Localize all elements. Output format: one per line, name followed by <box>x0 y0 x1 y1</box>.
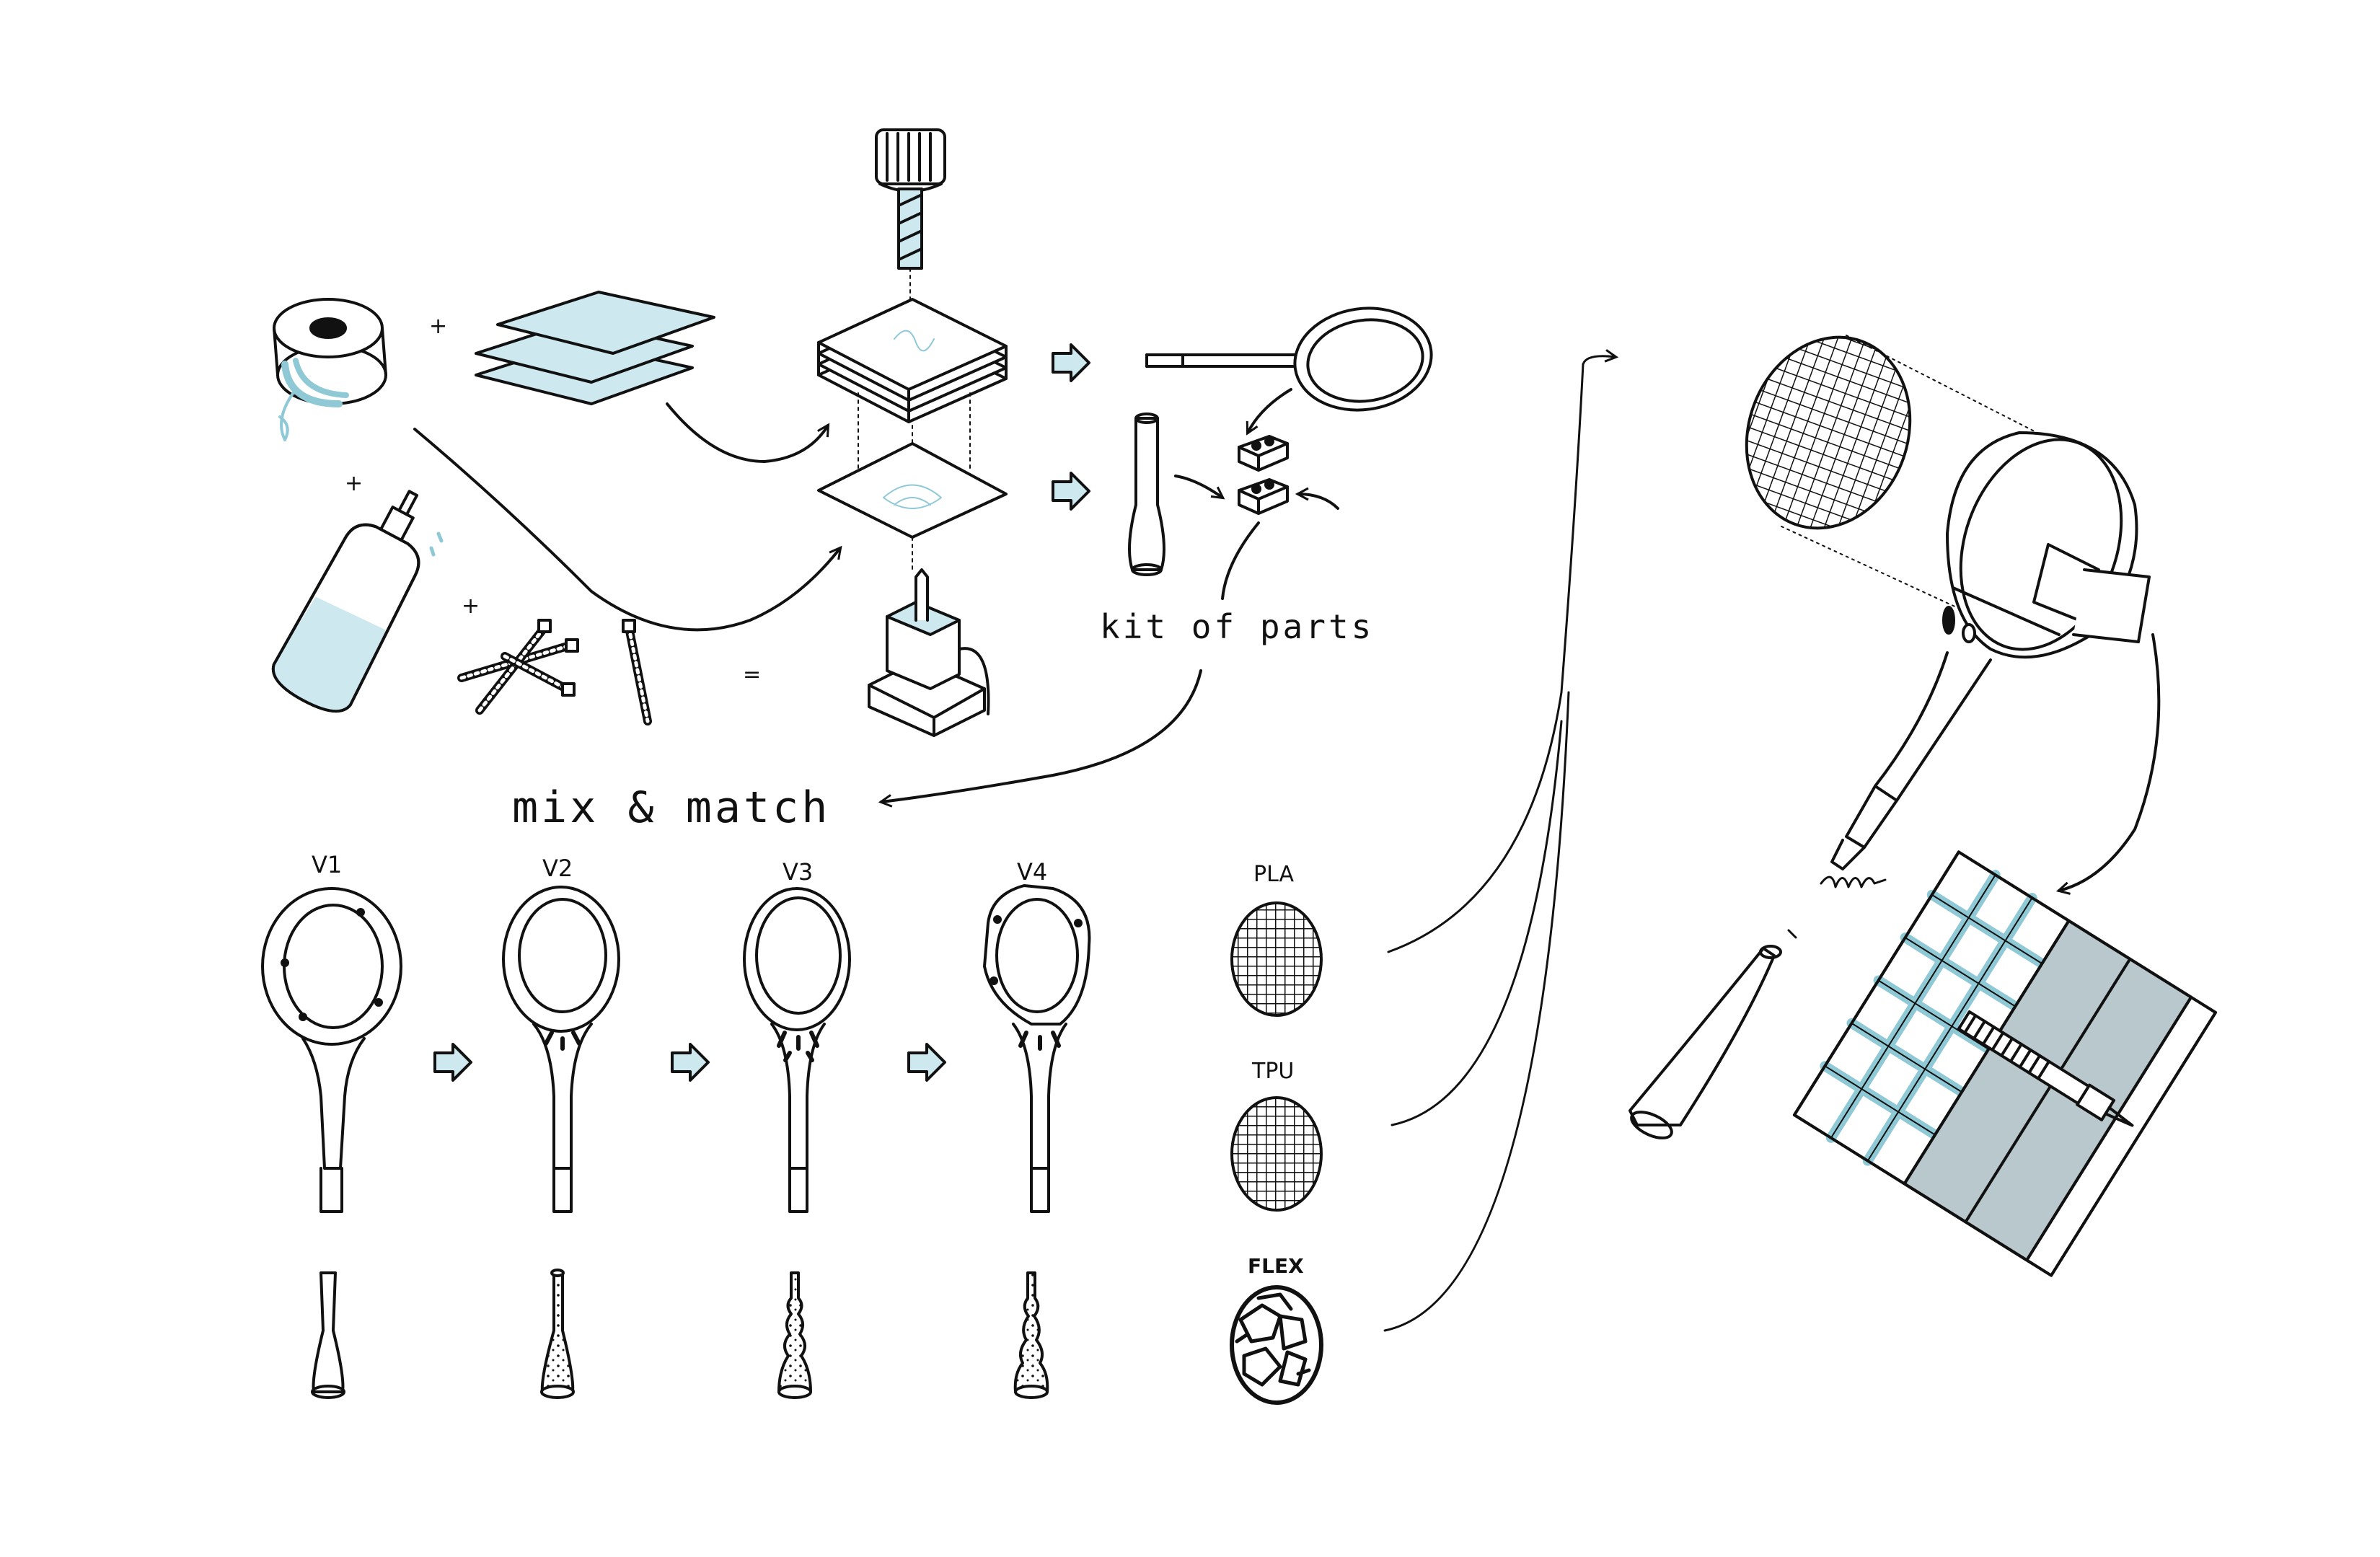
material-tpu: TPU <box>1230 1059 1323 1212</box>
kit-of-parts-label: kit of parts <box>1100 607 1374 646</box>
racket-assembly-icon <box>1830 431 2151 870</box>
plus-sign: + <box>345 471 363 496</box>
material-label-pla: PLA <box>1253 862 1294 887</box>
handle-icon <box>777 1271 812 1399</box>
plus-sign: + <box>462 594 480 619</box>
material-pla: PLA <box>1230 862 1323 1017</box>
material-flex: FLEX <box>1230 1254 1323 1405</box>
equals-sign: = <box>743 662 761 687</box>
handle-icon <box>540 1269 575 1399</box>
handle-icon <box>311 1271 345 1399</box>
racket-v4: V4 <box>983 858 1091 1213</box>
version-label-v2: V2 <box>542 855 573 882</box>
version-label-v4: V4 <box>1017 858 1047 886</box>
connector-blocks-icon <box>1238 435 1289 515</box>
convergence-lines <box>1383 356 1616 1332</box>
handle-icon <box>1013 1271 1049 1399</box>
screw-press-icon <box>875 128 946 304</box>
printed-sheets-icon <box>817 298 1008 570</box>
handle-icon <box>1128 413 1165 576</box>
sheet-stack-icon <box>475 291 715 405</box>
string-bed-icon <box>1745 335 2063 614</box>
spring-icon <box>1787 875 1887 939</box>
material-label-tpu: TPU <box>1251 1059 1294 1084</box>
arrow-block-icon <box>1052 343 1090 511</box>
material-label-flex: FLEX <box>1248 1254 1304 1278</box>
zip-ties-icon <box>457 619 652 725</box>
racket-v3: V3 <box>743 858 851 1213</box>
packaging-kit-icon <box>1792 850 2218 1277</box>
racket-v1: V1 <box>261 851 402 1213</box>
racket-frame-icon <box>1145 306 1433 412</box>
mix-and-match-label: mix & match <box>512 782 830 833</box>
hot-glue-stand-icon <box>868 568 990 737</box>
handle-icon <box>1628 945 1782 1139</box>
plus-sign: + <box>429 314 447 339</box>
version-label-v1: V1 <box>312 851 342 878</box>
glue-bottle-icon <box>271 490 420 713</box>
version-label-v3: V3 <box>783 858 813 886</box>
filament-spool-icon <box>273 298 387 441</box>
arrow-block-icon <box>433 1043 946 1082</box>
racket-v2: V2 <box>502 855 620 1213</box>
